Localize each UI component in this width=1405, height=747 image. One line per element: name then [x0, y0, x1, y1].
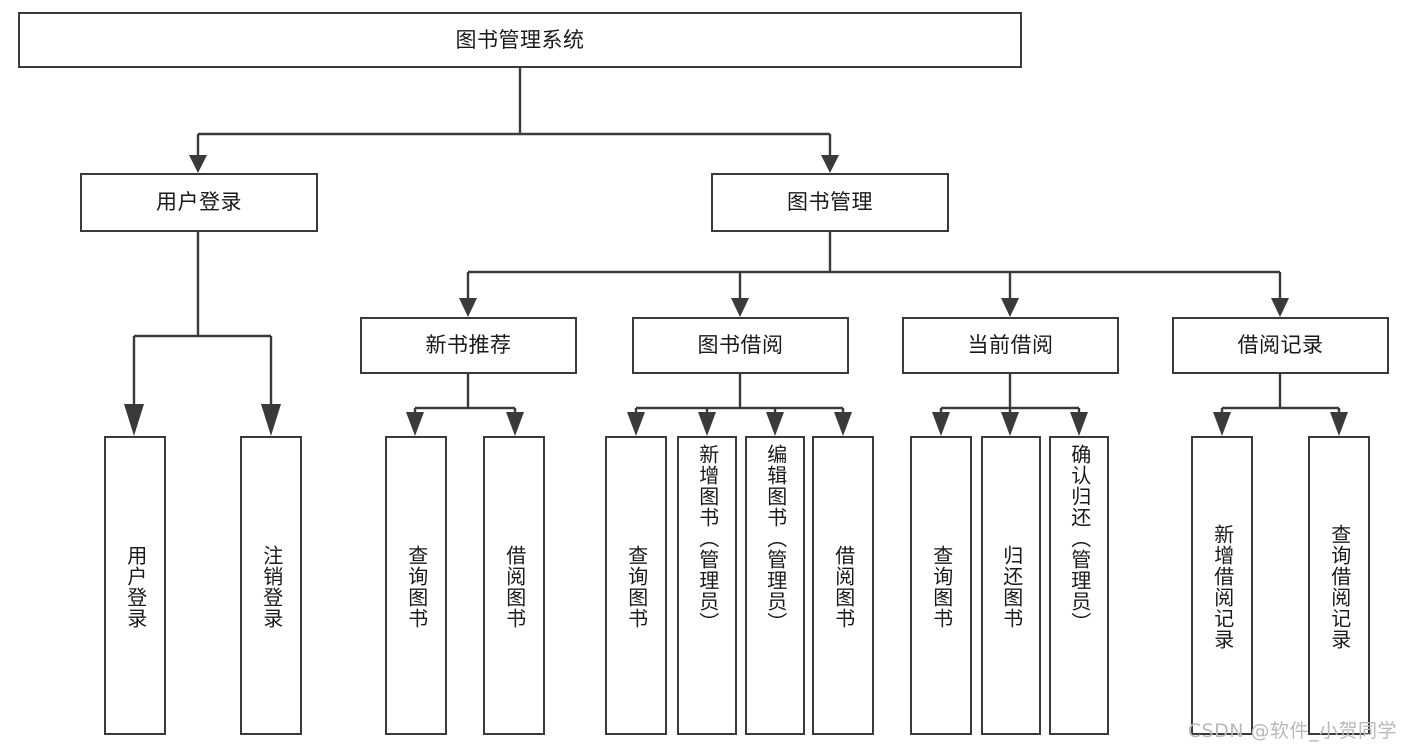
node-label: 用户登录	[123, 544, 148, 629]
leaf-borrow-edit-book-admin[interactable]: 编辑图书（管理员）	[745, 436, 805, 735]
node-book-borrow[interactable]: 图书借阅	[632, 317, 849, 374]
node-label: 归还图书	[999, 544, 1024, 629]
node-label: 当前借阅	[967, 333, 1054, 358]
node-label: 查询图书	[624, 544, 649, 629]
leaf-borrow-query-book[interactable]: 查询图书	[605, 436, 667, 735]
node-label: 编辑图书（管理员）	[763, 444, 788, 633]
node-book-management[interactable]: 图书管理	[711, 173, 949, 232]
node-label: 图书管理系统	[455, 27, 585, 52]
node-label: 确认归还（管理员）	[1067, 444, 1092, 633]
node-root-system[interactable]: 图书管理系统	[18, 12, 1022, 68]
leaf-borrow-add-book-admin[interactable]: 新增图书（管理员）	[677, 436, 737, 735]
leaf-current-query-book[interactable]: 查询图书	[910, 436, 972, 735]
node-new-book-recommend[interactable]: 新书推荐	[360, 317, 577, 374]
leaf-borrow-borrow-book[interactable]: 借阅图书	[812, 436, 874, 735]
node-label: 借阅记录	[1237, 333, 1324, 358]
node-label: 借阅图书	[831, 544, 856, 629]
csdn-watermark: CSDN @软件_小贺同学	[1187, 720, 1397, 742]
leaf-record-add-borrow-record[interactable]: 新增借阅记录	[1191, 436, 1253, 735]
leaf-recommend-query-book[interactable]: 查询图书	[385, 436, 447, 735]
node-label: 新增图书（管理员）	[695, 444, 720, 633]
node-label: 新书推荐	[425, 333, 512, 358]
node-label: 注销登录	[259, 544, 284, 629]
node-label: 图书管理	[787, 190, 873, 215]
leaf-logout[interactable]: 注销登录	[240, 436, 302, 735]
node-label: 查询借阅记录	[1327, 523, 1352, 650]
leaf-current-confirm-return-admin[interactable]: 确认归还（管理员）	[1049, 436, 1109, 735]
node-label: 图书借阅	[697, 333, 784, 358]
node-label: 用户登录	[156, 190, 242, 215]
leaf-user-login[interactable]: 用户登录	[104, 436, 166, 735]
node-label: 新增借阅记录	[1210, 523, 1235, 650]
node-label: 查询图书	[929, 544, 954, 629]
leaf-recommend-borrow-book[interactable]: 借阅图书	[483, 436, 545, 735]
node-current-borrow[interactable]: 当前借阅	[902, 317, 1119, 374]
node-borrow-record[interactable]: 借阅记录	[1172, 317, 1389, 374]
leaf-current-return-book[interactable]: 归还图书	[981, 436, 1041, 735]
node-label: 借阅图书	[502, 544, 527, 629]
leaf-record-query-borrow-record[interactable]: 查询借阅记录	[1308, 436, 1370, 735]
node-label: 查询图书	[404, 544, 429, 629]
node-user-login[interactable]: 用户登录	[80, 173, 318, 232]
